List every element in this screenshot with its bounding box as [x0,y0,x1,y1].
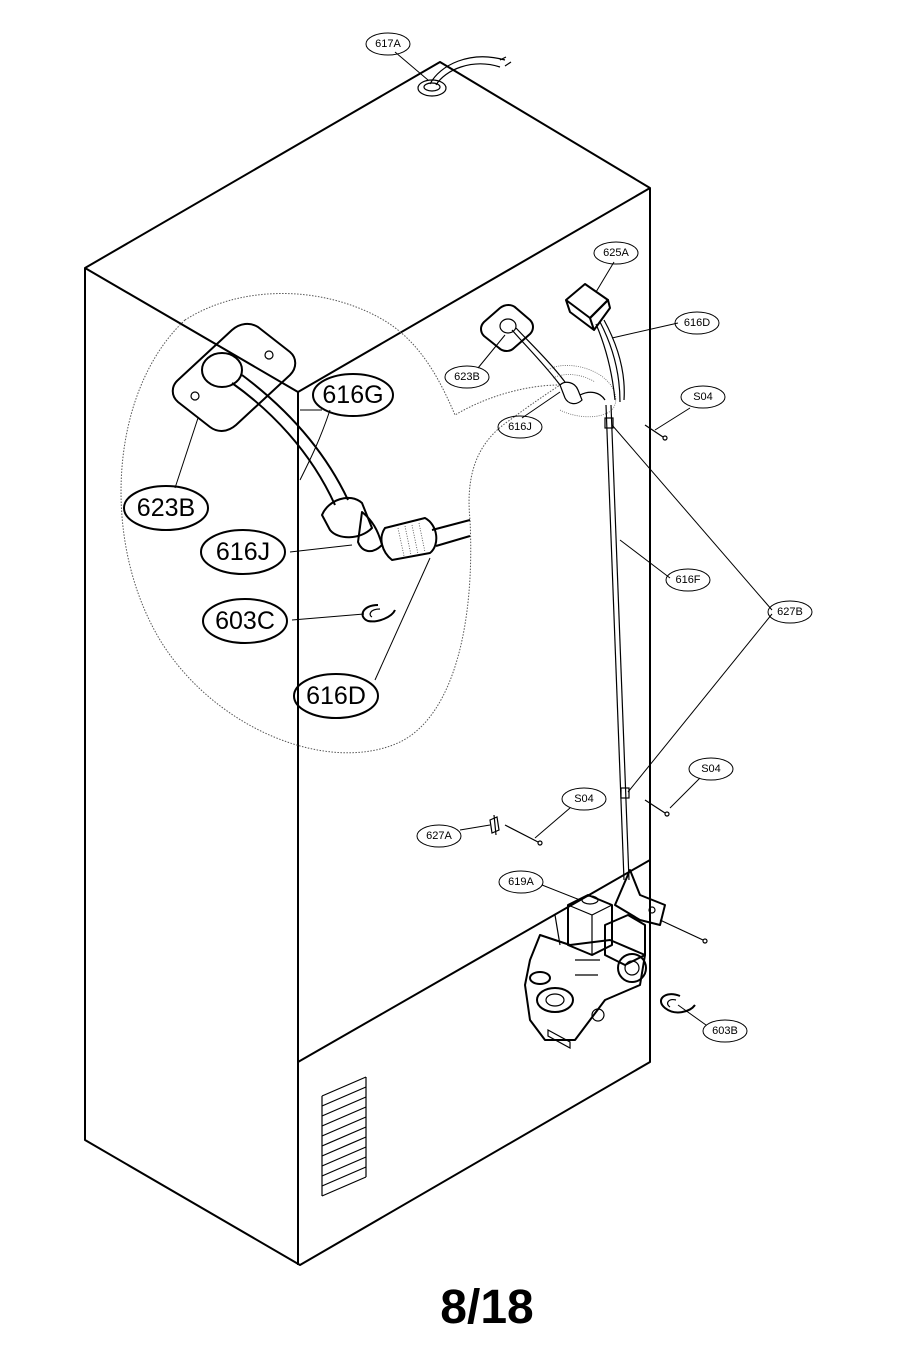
callout-616j-large: 616J [200,529,286,575]
coupling-616j-large [321,497,471,561]
svg-text:627B: 627B [777,606,803,618]
callout-s04-top: S04 [680,385,726,409]
callout-616g: 616G [312,373,394,417]
leader-lines [174,51,773,1026]
callout-623b-large: 623B [123,485,209,531]
svg-text:S04: S04 [701,763,721,775]
svg-text:603B: 603B [712,1025,738,1037]
clip-603b [660,993,696,1014]
water-line-assembly [480,283,708,944]
svg-text:616J: 616J [216,538,270,566]
svg-text:623B: 623B [454,371,480,383]
callout-603c: 603C [202,598,288,644]
bracket-623b-large [171,322,349,506]
vent-grille [321,1076,367,1197]
callout-616f: 616F [665,568,711,592]
callout-616d-top: 616D [674,311,720,335]
detail-bubble [120,293,562,754]
svg-text:616F: 616F [675,574,700,586]
svg-text:623B: 623B [137,494,195,522]
svg-text:617A: 617A [375,38,401,50]
water-valve-619a [524,869,666,1050]
page-number: 8/18 [440,1281,533,1334]
svg-text:S04: S04 [574,793,594,805]
svg-text:627A: 627A [426,830,452,842]
svg-text:616D: 616D [306,682,366,710]
callout-s04-mid: S04 [688,757,734,781]
svg-text:625A: 625A [603,247,629,259]
callout-s04-low: S04 [561,787,607,811]
svg-text:616J: 616J [508,421,532,433]
clip-603c [361,604,396,623]
svg-text:S04: S04 [693,391,713,403]
callout-627a: 627A [416,824,462,848]
callout-625a: 625A [593,241,639,265]
callout-623b-small: 623B [444,365,490,389]
top-grommet [417,56,512,97]
callout-617a: 617A [365,32,411,56]
callout-619a: 619A [498,870,544,894]
svg-text:619A: 619A [508,876,534,888]
callout-616d-large: 616D [293,673,379,719]
svg-text:616G: 616G [322,381,383,409]
callout-603b: 603B [702,1019,748,1043]
callout-627b: 627B [767,600,813,624]
callout-616j-small: 616J [497,415,543,439]
svg-text:603C: 603C [215,607,275,635]
svg-text:616D: 616D [684,317,710,329]
cabinet-outline [84,61,651,1266]
